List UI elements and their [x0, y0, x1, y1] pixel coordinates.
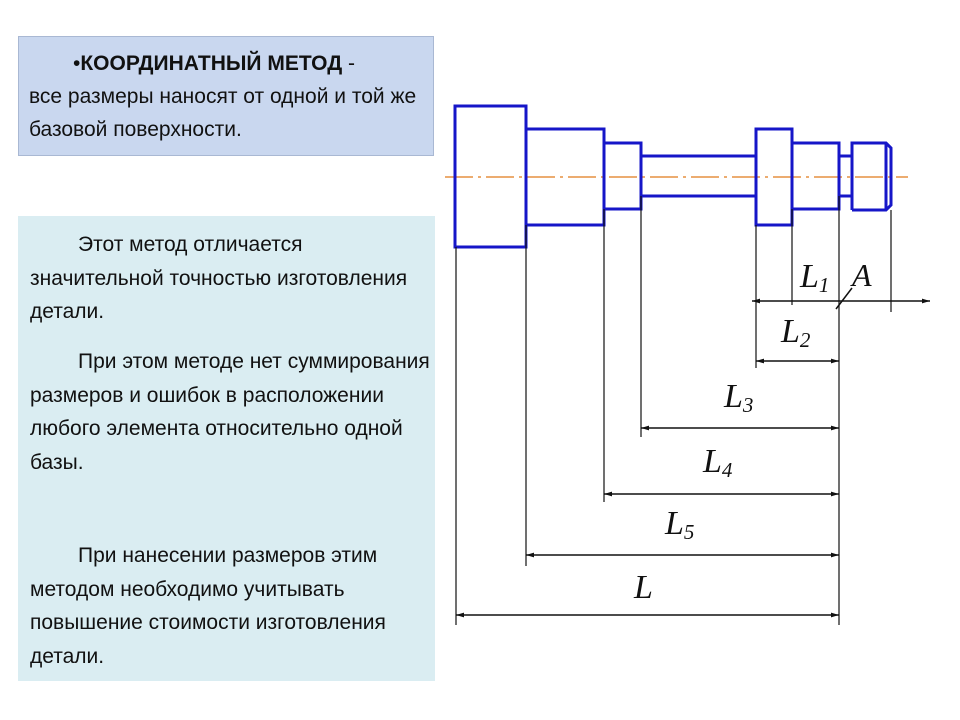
label-L5: L5	[664, 505, 694, 544]
extension-lines	[455, 196, 892, 625]
shaft-step-3	[602, 141, 643, 211]
label-L4: L4	[702, 443, 733, 482]
method-definition: все размеры наносят от одной и той же ба…	[29, 85, 417, 141]
bullet: •	[73, 52, 81, 75]
heading-dash: -	[342, 52, 356, 75]
paragraph-cost: При нанесении размеров этим методом необ…	[30, 544, 386, 668]
paragraph-accuracy: Этот метод отличается значительной точно…	[30, 233, 408, 323]
shaft-step-7	[837, 154, 854, 198]
paragraph-no-summation: При этом методе нет суммирования размеро…	[30, 350, 430, 474]
shaft-step-4	[639, 154, 758, 198]
label-L1: L1	[799, 258, 829, 297]
title-text: •КООРДИНАТНЫЙ МЕТОД - все размеры нанося…	[29, 47, 425, 146]
method-heading: КООРДИНАТНЫЙ МЕТОД	[80, 52, 343, 75]
label-L2: L2	[780, 313, 811, 352]
title-box: •КООРДИНАТНЫЙ МЕТОД - все размеры нанося…	[18, 36, 434, 156]
description-box: Этот метод отличается значительной точно…	[18, 216, 435, 681]
label-L3: L3	[723, 378, 753, 417]
label-L: L	[633, 569, 653, 606]
shaft	[453, 104, 893, 249]
label-A: A	[850, 257, 872, 293]
shaft-step-6	[790, 141, 841, 211]
leader-A	[835, 287, 853, 310]
